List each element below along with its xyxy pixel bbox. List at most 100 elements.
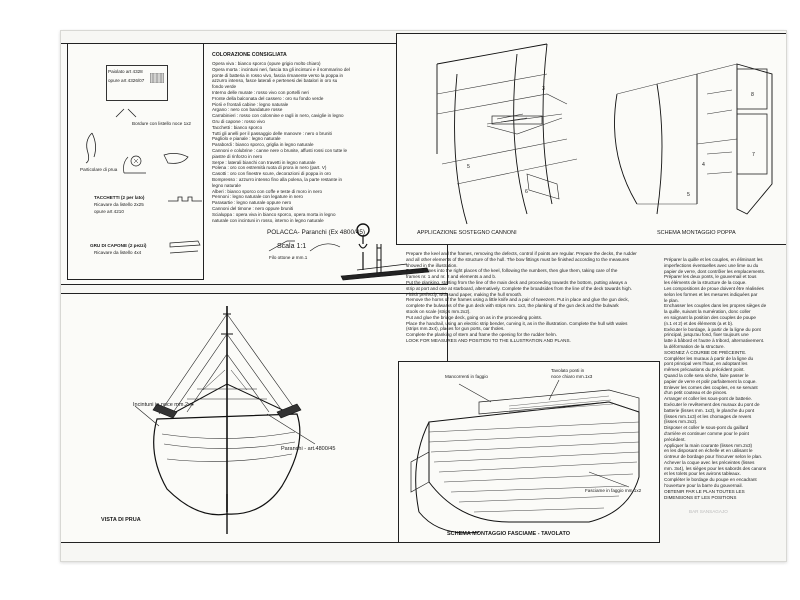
legend-line: Argano : nero con bandature rosse	[212, 107, 283, 113]
polacca-title: POLACCA- Paranchi (Ex 4800/45)	[267, 229, 366, 236]
legend-line: Opera viva : bianco sporco (opure grigio…	[212, 61, 321, 66]
french-line: Disposer et coller le sous-pont du gaill…	[664, 425, 749, 431]
french-line: en les disposant en échelle et en utilis…	[664, 448, 753, 454]
french-line: SOIGNEZ À COURBE DE PRÉCEINTE.	[664, 349, 747, 355]
panel-bow-view: Incintuni in noce mm.2x4 Paranchi - art.…	[61, 293, 448, 543]
legend-text: Opera viva : bianco sporco (opure grigio…	[212, 61, 440, 223]
english-line: (strips mm.3x4), places for gun ports, o…	[406, 326, 505, 332]
legend-line: legno naturale	[212, 182, 241, 188]
english-line: Put the frames into the right places of …	[406, 268, 618, 274]
legend-line: azzurro intenso, fasce laterali e perten…	[212, 78, 338, 84]
gru-shape	[169, 240, 201, 254]
english-line: Place the handrail, using an electric st…	[406, 320, 628, 326]
french-line: Appliquer la main courante (lisses mm.2x…	[664, 442, 753, 448]
caption-sostegno-cannoni: APPLICAZIONE SOSTEGNO CANNONI	[417, 230, 517, 236]
french-line: Exécuter le revêtement des muraux du pon…	[664, 401, 760, 407]
num-4: 4	[702, 162, 705, 168]
french-line: pont principal vers l'haut, en adoptant …	[664, 361, 748, 367]
french-line: d'un petit couteau et de pinces.	[664, 390, 728, 396]
french-line: selon les formes et les mesures indiquée…	[664, 291, 758, 297]
french-line: imperfections éventuelles avec une lime …	[664, 262, 759, 268]
panel-planking: Mancorrenti in faggio Tavolato ponti in …	[398, 361, 660, 543]
english-line: frames nr. 1 and nr. 2 and elements a an…	[406, 274, 497, 280]
french-line: cintreur de bordage pour l'incurver selo…	[664, 454, 763, 460]
english-line: showed in the illustration.	[406, 262, 458, 268]
legend-line: Pennoni : legno naturale con legature in…	[212, 194, 303, 200]
legend-line: Bompresso : azzurro intenso fino alla po…	[212, 176, 343, 182]
english-line: Remove the horns of the frames using a l…	[406, 297, 629, 303]
french-line: précédent.	[664, 436, 686, 442]
mancorrenti-label: Mancorrenti in faggio	[445, 374, 488, 379]
bordo-label: Bordure con listello noce 1x2	[132, 121, 191, 126]
french-line: Enlever les cornes des couples, en se se…	[664, 384, 758, 390]
legend-line: Scialuppa : opera viva in bianco sporco,…	[212, 211, 336, 217]
french-line: mêmes précautions du précédent point.	[664, 367, 745, 373]
scala-label: Scala 1:1	[277, 243, 307, 250]
paiolato-hatch	[150, 73, 164, 83]
legend-line: Tacchetti : bianco sporco	[212, 124, 263, 130]
planking-drawing	[410, 379, 640, 534]
legend-line: Carrabinieri : rosso con colonnine e rag…	[212, 113, 344, 119]
french-instructions: Préparer la quille et les couples, en él…	[664, 257, 784, 500]
french-line: OBTENIR PAR LE PLAN TOUTES LES	[664, 488, 745, 494]
legend-line: Piorii e frontali cabine : legno natural…	[212, 101, 289, 107]
legend-line: Parabordi : bianco sporco, griglia in le…	[212, 142, 314, 148]
vista-di-prua-label: VISTA DI PRUA	[101, 517, 141, 523]
sostegno-icons	[123, 153, 189, 174]
english-line: LOOK FOR MEASURES AND POSITION TO THE IL…	[406, 337, 571, 343]
panel-details-left: Paiolato art 4328 opure art 4326/07 Bord…	[67, 44, 204, 280]
french-line: Quand la colle sera sèche, faire passer …	[664, 372, 749, 378]
french-line: principal, jusqu'au fond, fixer toujours…	[664, 332, 749, 338]
english-line: Finish perfectly, with sand paper, makin…	[406, 291, 523, 297]
num-6: 6	[525, 189, 528, 195]
panel-stern-assembly: 3 4 5 5 6 7 8 APPLICAZIONE SOSTEGNO CANN…	[396, 33, 786, 245]
caption-montaggio-poppa: SCHEMA MONTAGGIO POPPA	[657, 230, 736, 236]
french-line: Préparer la quille et les couples, en él…	[664, 257, 763, 262]
legend-line: Opera morta : incintuni neri, fascia tra…	[212, 66, 350, 72]
legend-line: Gru di capone : rosso vivo	[212, 118, 265, 124]
french-line: le plan.	[664, 297, 679, 303]
num-3: 3	[542, 86, 545, 92]
legend-line: Cannoni del timone : nero oppure bruniti	[212, 205, 294, 211]
french-line: la déformation de la structure.	[664, 343, 725, 349]
french-line: les éléments de la structure de la coque…	[664, 280, 747, 286]
legend-line: Parasartie : legno naturale oppure nero	[212, 200, 292, 206]
legend-line: Interno delle murate : rosso vivo con po…	[212, 89, 309, 95]
french-line: papier de verre, dont contrôler les empl…	[664, 268, 766, 274]
french-line: Préparer les deux ponts, le gouvernail e…	[664, 274, 757, 280]
legend-line: Pagliolo e pianale : legno naturale	[212, 136, 281, 142]
num-5a: 5	[467, 164, 470, 170]
filo-label: Filo ottone ø mm.1	[269, 255, 308, 260]
cannon-support-drawing	[436, 43, 578, 225]
legend-line: piastre di rinforzo in nero	[212, 153, 263, 159]
french-line: Les compositions de proue doivent être r…	[664, 285, 764, 291]
legend-title: COLORAZIONE CONSIGLIATA	[212, 52, 287, 58]
french-line: Achever la coque avec les préceintes (li…	[664, 459, 755, 465]
french-line: (lisses mm.2x2).	[664, 419, 698, 425]
english-line: and all other elements of the structure …	[406, 256, 630, 262]
english-line: strip at port and one at starboard, alte…	[406, 285, 632, 291]
tavolato-label: Tavolato ponti in	[551, 368, 585, 373]
paranco-drawing	[340, 223, 430, 281]
bordo-arrows	[115, 108, 137, 118]
french-line: Enchasser les couples dans les propres s…	[664, 303, 767, 309]
legend-line: ponte di batteria in rosso vivo, fascia …	[212, 72, 344, 78]
legend-line: Alberi : bianco sporco con coffe e teste…	[212, 188, 323, 194]
english-line: complete the bulwarks of the gun deck wi…	[406, 303, 619, 309]
legend-line: naturale con incintuni in rosso, interno…	[212, 217, 324, 223]
french-line: l'ouverture pour la barre du gouvernail.	[664, 483, 743, 489]
tacchetti-label: TACCHETTI (2 per lato)	[94, 195, 145, 200]
french-line: DIMENSIONS ET LES POSITIONS	[664, 494, 737, 500]
paiolato-box	[106, 65, 168, 101]
french-line: mm. 3x4), les sièges pour les sabords de…	[664, 465, 767, 471]
legend-line: fondo verde	[212, 84, 237, 90]
tacchetti-shape	[168, 196, 202, 202]
english-line: Put and glue the bridge deck, going on a…	[406, 314, 543, 320]
english-line: Put the planking, starting from the line…	[406, 279, 627, 285]
fasciame-label: Fasciame in faggio mm.1x2	[585, 488, 642, 493]
english-line: Complete the planking of stern and frame…	[406, 332, 557, 338]
paiolato-alt-label: opure art 4326/07	[108, 78, 145, 83]
english-line: Prepare the keel and the frames, removin…	[406, 251, 637, 256]
tavolato-label-2: noce chiaro mm.1x3	[551, 374, 593, 379]
panel-details: Paiolato art 4328 opure art 4326/07 Bord…	[61, 43, 448, 285]
